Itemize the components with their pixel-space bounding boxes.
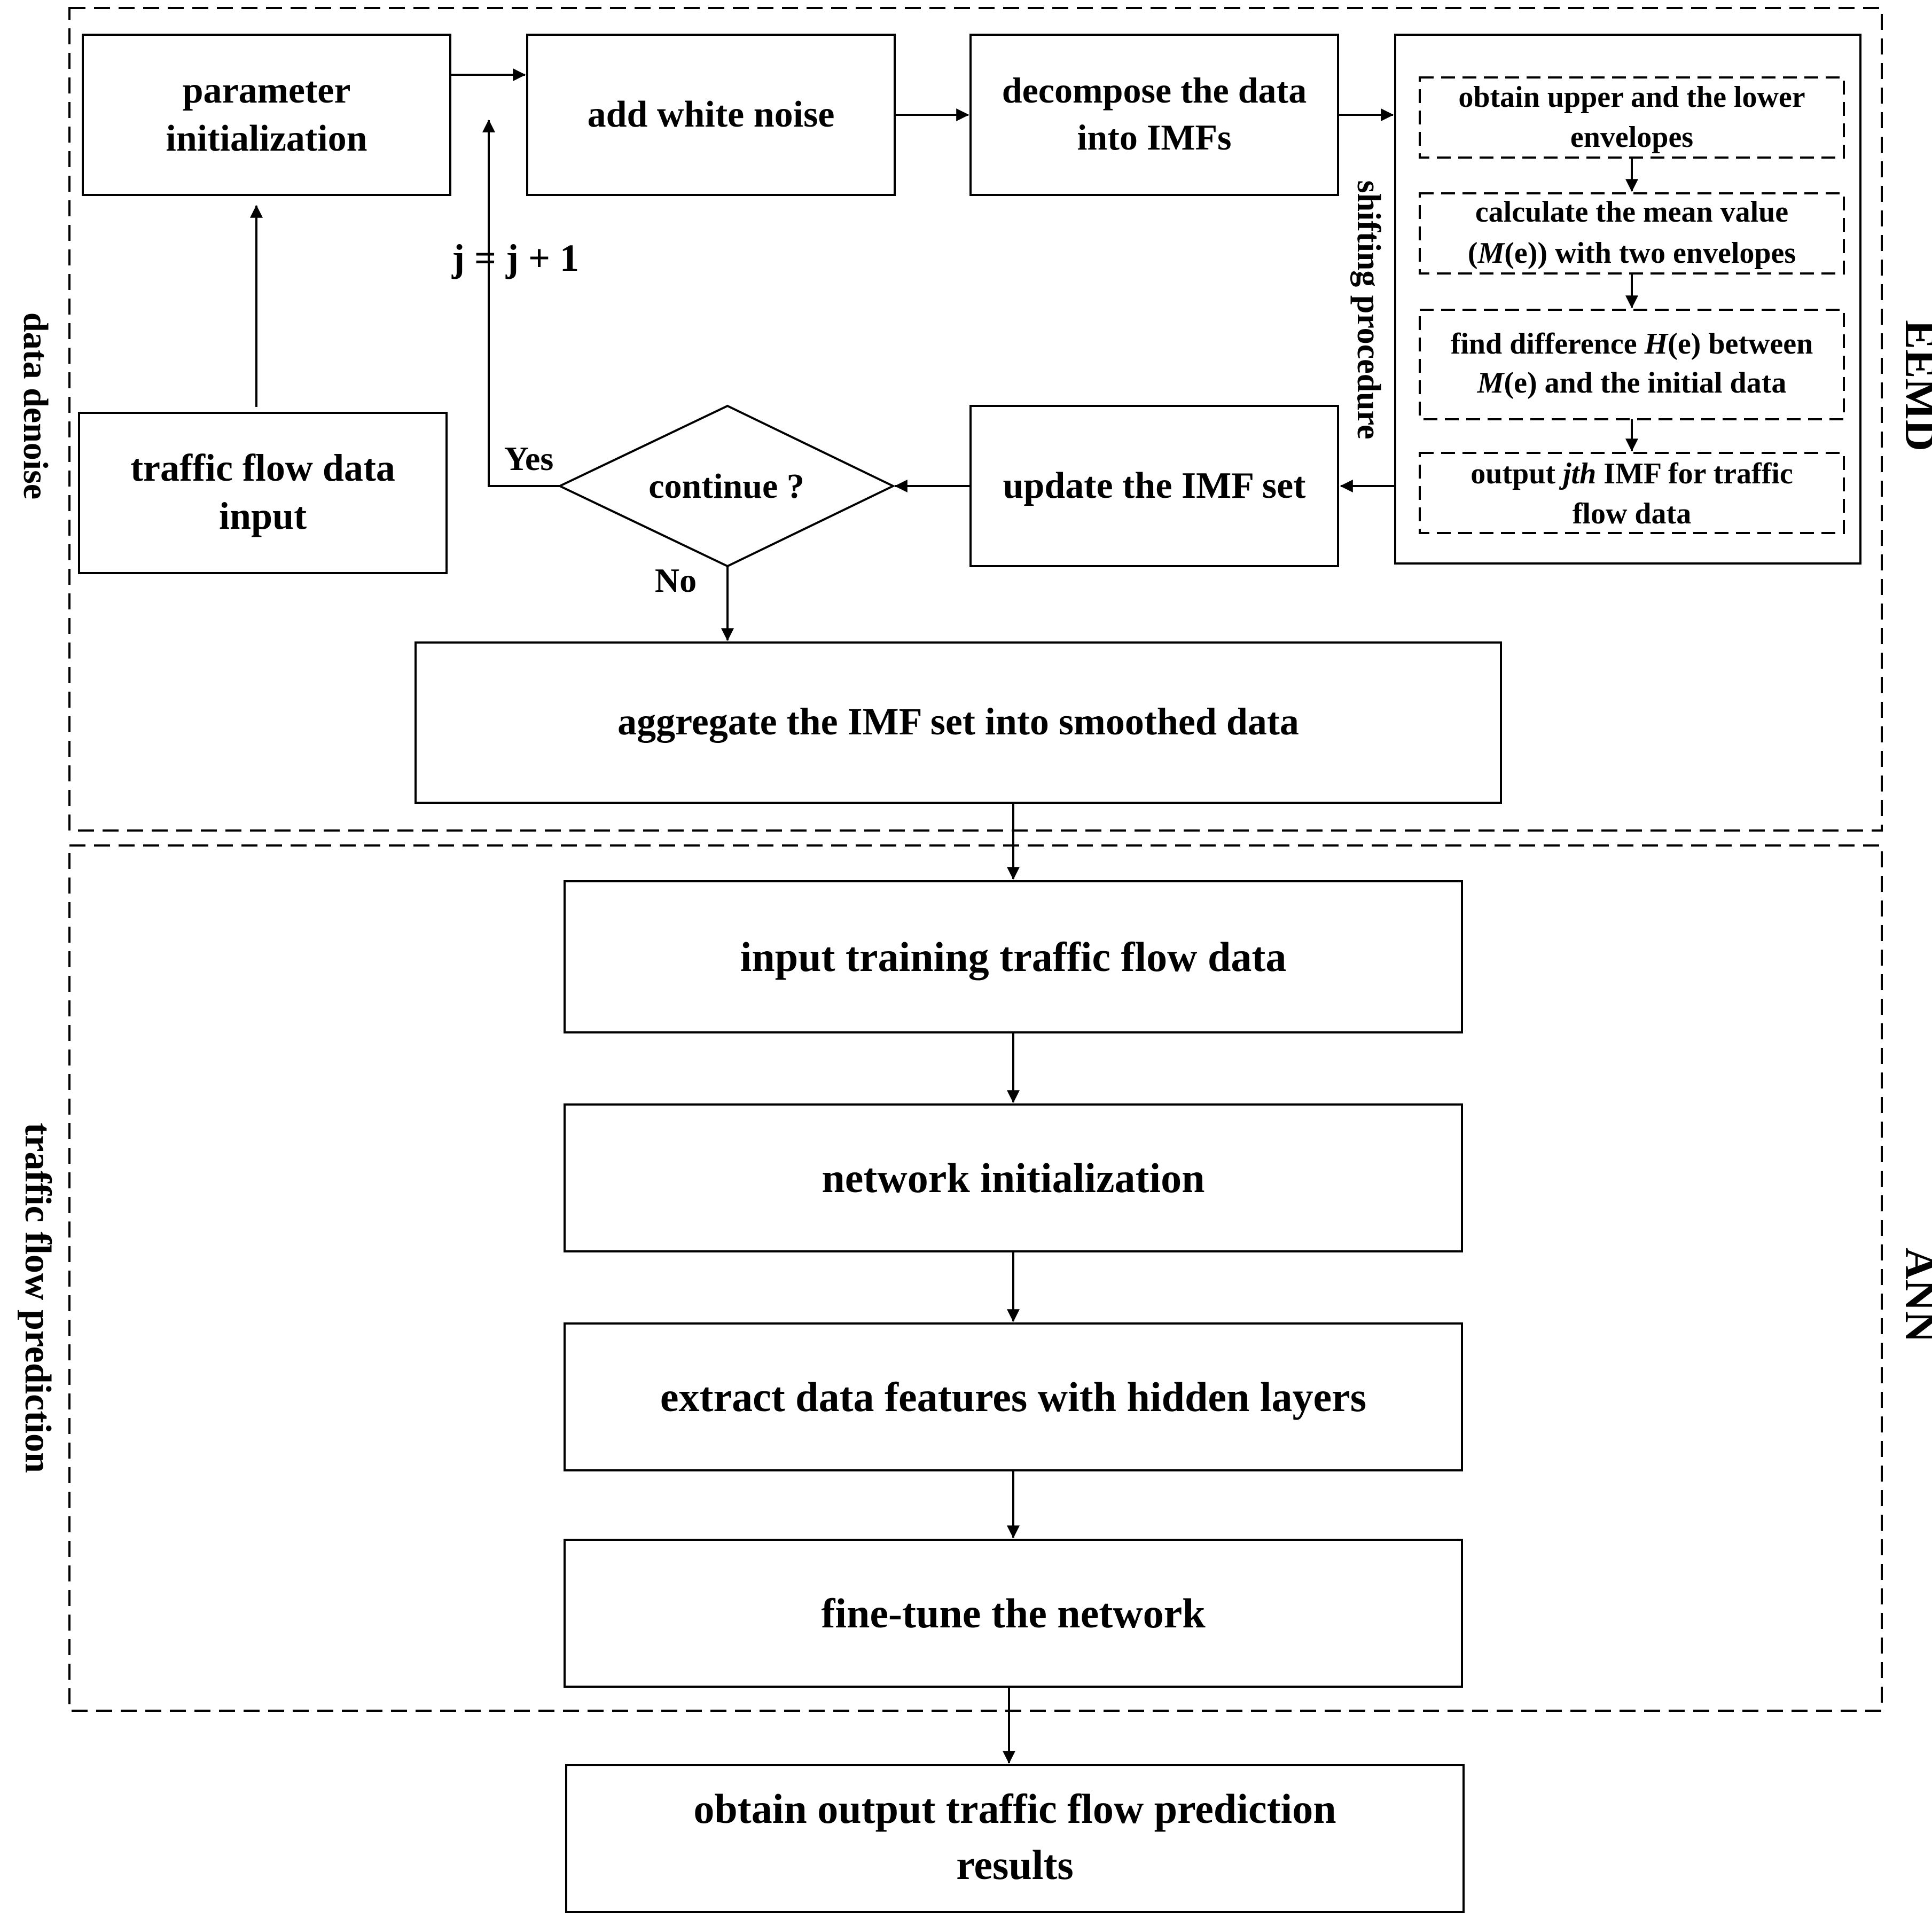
sifting-procedure-label: shifting procedure (1350, 180, 1387, 439)
j-increment-label: j = j + 1 (451, 237, 579, 279)
mean-paren: ( (1468, 237, 1478, 270)
sifting-step-difference (1419, 309, 1845, 420)
extract-features-box (564, 1322, 1463, 1471)
add-white-noise-text: add white noise (588, 94, 835, 135)
sifting-step-envelopes-line1: obtain upper and the lower (1458, 81, 1805, 114)
update-imf-set-box (969, 405, 1339, 567)
parameter-initialization-line1: parameter (183, 70, 351, 111)
output-pre: output (1470, 457, 1563, 490)
sifting-step-mean-line1: calculate the mean value (1475, 195, 1788, 229)
continue-decision-text: continue ? (648, 467, 804, 506)
data-denoise-region (68, 7, 1883, 832)
yes-label: Yes (504, 440, 553, 477)
eemd-label: EEMD (1896, 320, 1932, 451)
output-post: IMF for traffic (1596, 457, 1793, 490)
input-training-box (564, 880, 1463, 1033)
add-white-noise-box (526, 34, 896, 196)
traffic-flow-prediction-region (68, 844, 1883, 1712)
output-results-line2: results (956, 1842, 1074, 1888)
aggregate-box (414, 641, 1502, 804)
sifting-step-output-line1: output jth IMF for traffic (1470, 457, 1793, 490)
sifting-step-output (1419, 452, 1845, 534)
sifting-step-mean (1419, 192, 1845, 275)
sifting-step-output-line2: flow data (1573, 497, 1691, 530)
parameter-initialization-box (82, 34, 451, 196)
difference-h-symbol: H (1644, 327, 1669, 361)
mean-rest: (e)) with two envelopes (1504, 237, 1796, 270)
traffic-flow-input-box (78, 412, 448, 574)
difference-m-symbol: M (1477, 366, 1505, 400)
no-label: No (655, 561, 697, 599)
decompose-line2: into IMFs (1077, 117, 1232, 158)
ann-label: ANN (1896, 1248, 1932, 1343)
difference-pre: find difference (1451, 327, 1645, 361)
difference-post: (e) between (1668, 327, 1813, 361)
sifting-step-envelopes-line2: envelopes (1570, 121, 1693, 154)
decompose-box (969, 34, 1339, 196)
output-results-box (565, 1764, 1465, 1913)
sifting-step-difference-line2: M(e) and the initial data (1477, 366, 1787, 400)
traffic-flow-input-line2: input (219, 495, 307, 537)
update-imf-set-text: update the IMF set (1003, 465, 1305, 506)
parameter-initialization-line2: initialization (166, 118, 367, 159)
sifting-step-difference-line1: find difference H(e) between (1451, 327, 1813, 361)
traffic-flow-input-line1: traffic flow data (130, 447, 395, 489)
output-results-line1: obtain output traffic flow prediction (693, 1785, 1336, 1832)
arrow-yes-loop (482, 119, 560, 487)
data-denoise-label: data denoise (16, 312, 55, 499)
extract-features-text: extract data features with hidden layers (660, 1374, 1366, 1420)
output-jth: jth (1559, 457, 1596, 490)
decompose-line1: decompose the data (1002, 70, 1307, 111)
mean-m-symbol: M (1477, 237, 1505, 270)
fine-tune-box (564, 1539, 1463, 1688)
traffic-flow-prediction-label: traffic flow prediction (17, 1123, 58, 1473)
network-init-text: network initialization (822, 1155, 1204, 1201)
network-init-box (564, 1103, 1463, 1252)
input-training-text: input training traffic flow data (740, 934, 1287, 980)
aggregate-text: aggregate the IMF set into smoothed data (617, 700, 1299, 743)
difference-post2: (e) and the initial data (1504, 366, 1786, 400)
fine-tune-text: fine-tune the network (821, 1590, 1206, 1636)
sifting-step-mean-line2: (M(e)) with two envelopes (1468, 237, 1796, 270)
